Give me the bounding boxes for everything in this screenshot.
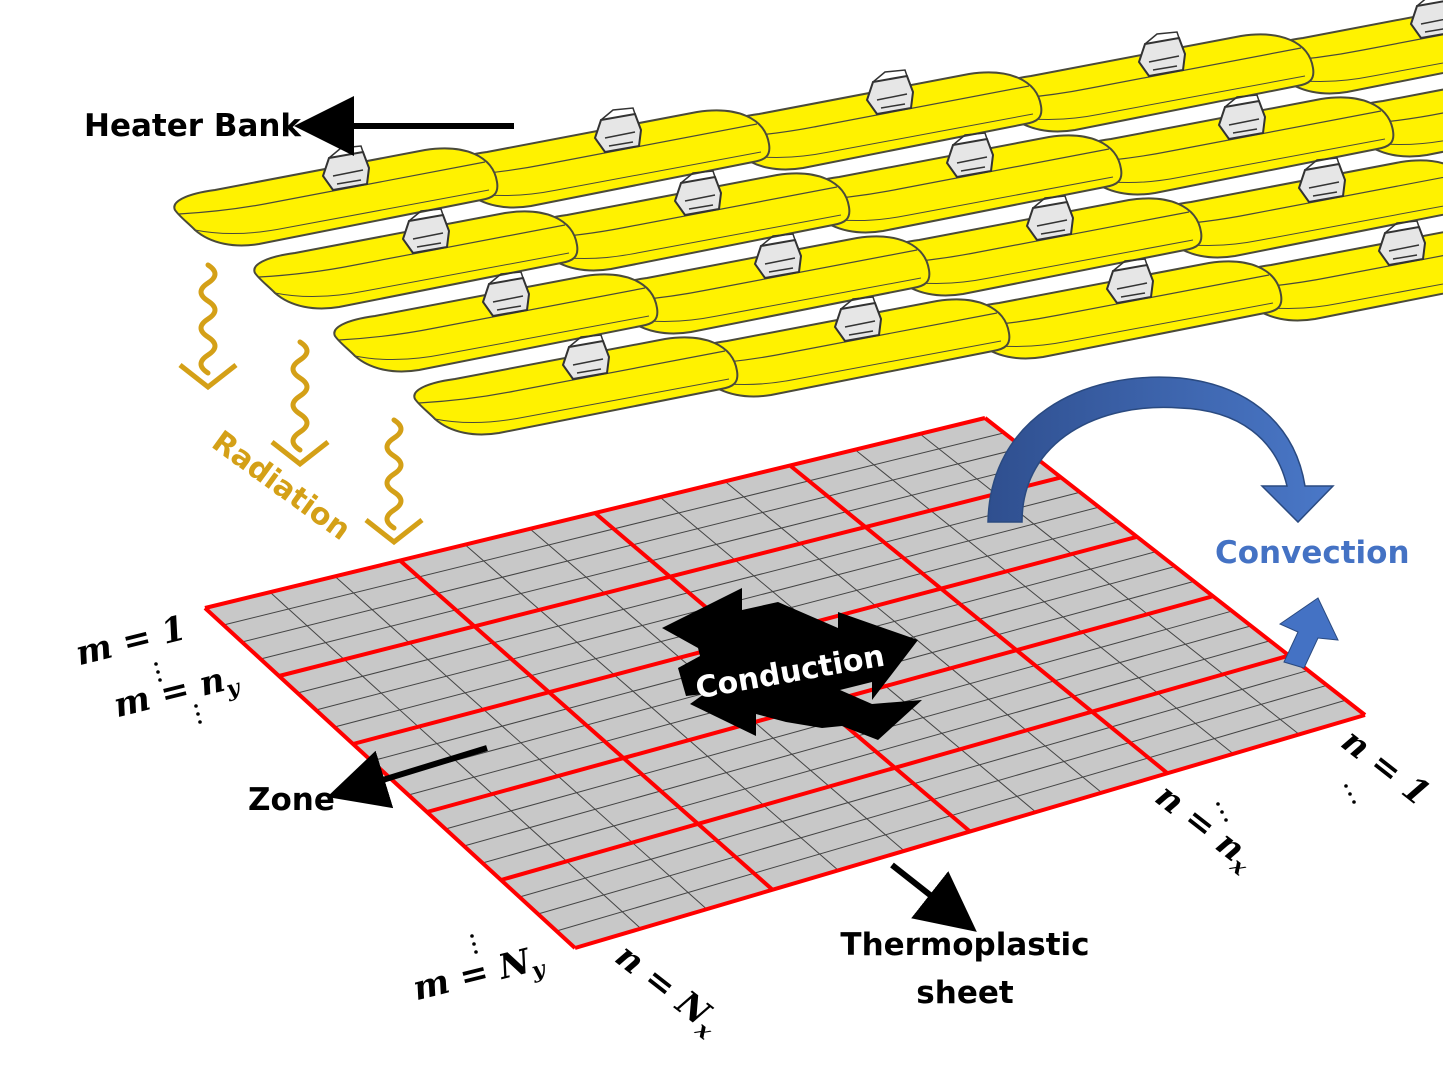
zone-label: Zone: [248, 782, 335, 818]
sheet-zone-line: [278, 475, 1062, 678]
heater-connector-icon: [321, 145, 371, 192]
index-n-1: n = 1: [1334, 721, 1438, 814]
heater-connector-icon: [1105, 258, 1155, 305]
heater-element: [173, 145, 499, 247]
sheet-zone-line: [500, 653, 1290, 882]
sheet-zone-line: [788, 463, 1169, 775]
index-m-Ny-text: m = Ny: [409, 938, 550, 1013]
vertical-dots-m-bottom: [470, 934, 478, 954]
heater-connector-icon: [1409, 0, 1443, 40]
sheet-zone-line: [574, 713, 1366, 950]
heater-connector-icon: [1137, 31, 1187, 78]
heater-connector-icon: [833, 296, 883, 343]
heater-element: [685, 296, 1011, 398]
heater-connector-icon: [481, 271, 531, 318]
sheet-arrow-icon: [890, 862, 977, 932]
heater-element: [717, 69, 1043, 171]
index-m-ny: m = ny: [110, 656, 245, 730]
vertical-dots-n: [1216, 784, 1356, 822]
sheet-zone-line: [398, 559, 774, 892]
heater-element: [253, 208, 579, 310]
heater-connector-icon: [1025, 195, 1075, 242]
vertical-dots-m: [154, 662, 202, 724]
index-n-Nx: n = Nx: [605, 936, 728, 1046]
heater-element: [877, 195, 1203, 297]
sheet-zone-line: [204, 416, 986, 610]
index-m-1: m = 1: [72, 608, 190, 674]
thermoplastic-label-line1: Thermoplastic: [840, 927, 1089, 963]
heater-bank: [173, 0, 1443, 436]
heater-connector-icon: [561, 334, 611, 381]
heater-element: [333, 271, 659, 373]
heater-connector-icon: [401, 208, 451, 255]
index-n-nx: n = nx: [1145, 776, 1263, 882]
heater-connector-icon: [673, 170, 723, 217]
heater-connector-icon: [1297, 157, 1347, 204]
radiation-label: Radiation: [205, 424, 357, 548]
thermoplastic-label-line2: sheet: [916, 975, 1014, 1011]
convection-small-arrow-icon: [1278, 597, 1339, 669]
radiation-wave-icon: [270, 339, 330, 468]
index-m-Ny: m = Ny: [409, 938, 550, 1013]
radiation-waves: [178, 262, 424, 546]
radiation-wave-icon: [364, 417, 424, 546]
index-n-1-text: n = 1: [1334, 721, 1438, 814]
index-n-nx-text: n = nx: [1145, 776, 1263, 882]
convection-label: Convection: [1215, 535, 1410, 571]
index-n-Nx-text: n = Nx: [605, 936, 728, 1046]
radiation-wave-icon: [178, 262, 238, 391]
heater-connector-icon: [593, 107, 643, 154]
zone-arrow-icon: [327, 745, 488, 809]
heater-connector-icon: [1217, 94, 1267, 141]
heater-connector-icon: [1377, 220, 1427, 267]
heater-bank-label: Heater Bank: [84, 108, 302, 144]
index-m-ny-text: m = ny: [110, 656, 245, 730]
heater-connector-icon: [865, 69, 915, 116]
convection-arrows: [987, 376, 1339, 669]
index-m-1-text: m = 1: [72, 608, 190, 674]
conduction-cross-arrow-icon: [662, 588, 922, 740]
heater-element: [413, 334, 739, 436]
convection-arc-arrow-icon: [987, 376, 1335, 524]
heater-connector-icon: [753, 233, 803, 280]
heater-connector-icon: [945, 132, 995, 179]
